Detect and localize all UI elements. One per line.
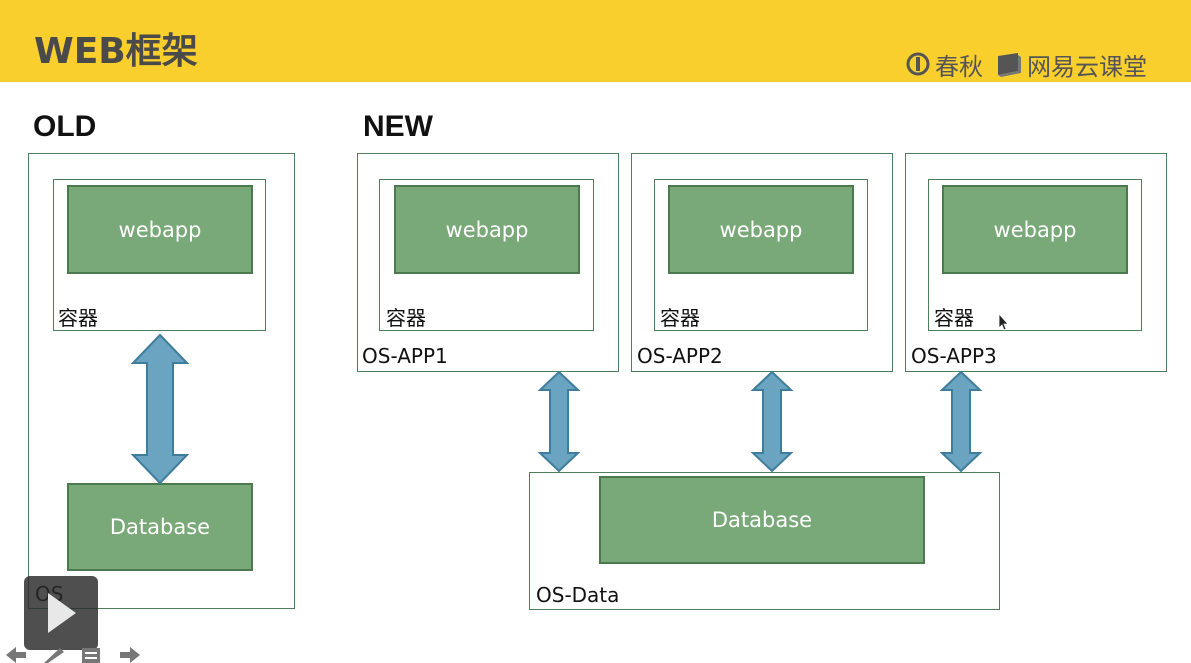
- app3-db-arrow: [939, 370, 983, 473]
- play-icon: [48, 593, 76, 633]
- os-app1-label: OS-APP1: [362, 344, 448, 368]
- next-arrow-icon[interactable]: [120, 647, 140, 663]
- netease-logo-icon: [998, 53, 1021, 77]
- pen-icon[interactable]: [44, 648, 64, 663]
- new-database-block: Database: [599, 476, 925, 564]
- netease-logo-text: 网易云课堂: [1027, 52, 1147, 81]
- old-container-label: 容器: [58, 306, 98, 330]
- old-webapp-block: webapp: [67, 185, 253, 274]
- old-database-block: Database: [67, 483, 253, 571]
- notes-icon[interactable]: [82, 648, 100, 663]
- chunqiu-logo-text: 春秋: [935, 52, 983, 81]
- app3-webapp-block: webapp: [942, 185, 1128, 274]
- header-bar: WEB框架 春秋 网易云课堂: [0, 0, 1191, 82]
- app2-container-label: 容器: [660, 306, 700, 330]
- brand-logos: 春秋 网易云课堂: [905, 46, 1147, 82]
- page-title: WEB框架: [34, 31, 198, 72]
- app2-webapp-block: webapp: [668, 185, 854, 274]
- os-app3-label: OS-APP3: [911, 344, 997, 368]
- app3-container-label: 容器: [934, 306, 974, 330]
- chunqiu-logo-icon: [906, 52, 930, 76]
- prev-arrow-icon[interactable]: [6, 647, 26, 663]
- app1-db-arrow: [537, 370, 581, 473]
- old-heading: OLD: [33, 110, 97, 143]
- play-button[interactable]: [24, 576, 98, 650]
- os-data-label: OS-Data: [536, 583, 620, 607]
- new-heading: NEW: [363, 110, 433, 143]
- app1-container-label: 容器: [386, 306, 426, 330]
- slide-nav-controls: [6, 647, 140, 663]
- app2-db-arrow: [750, 370, 794, 473]
- os-app2-label: OS-APP2: [637, 344, 723, 368]
- app1-webapp-block: webapp: [394, 185, 580, 274]
